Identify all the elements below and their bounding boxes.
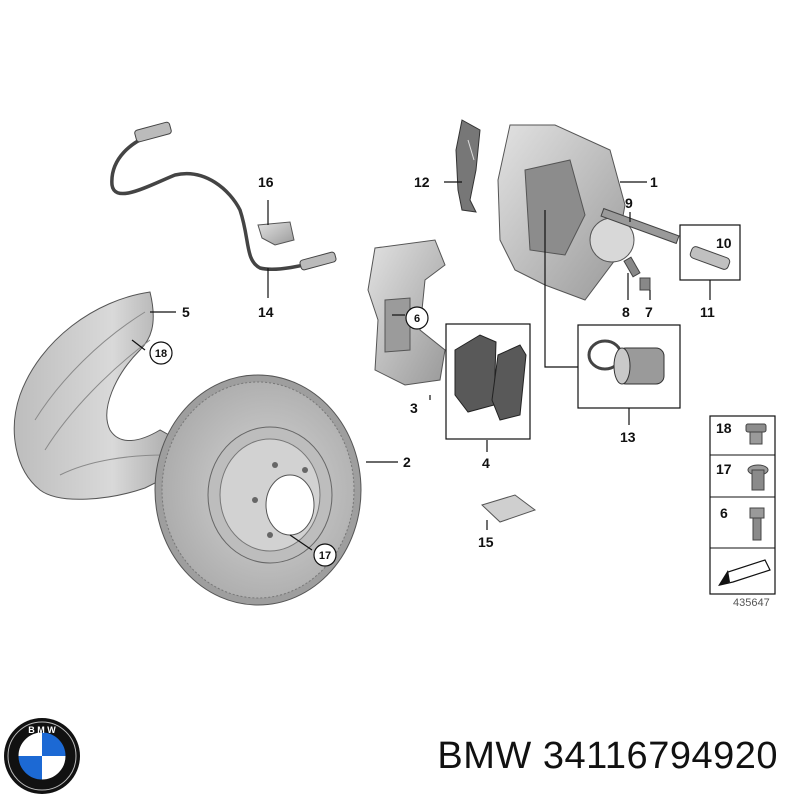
callout-15: 15 (478, 534, 494, 550)
guide-bolt-icon (749, 507, 765, 541)
callout-11: 11 (700, 304, 715, 320)
brake-pads-box (445, 323, 531, 440)
part-number-caption: BMW 34116794920 (437, 735, 778, 778)
part-number: 34116794920 (542, 735, 778, 777)
grease-packet-part (481, 494, 537, 523)
arrow-icon (718, 559, 771, 586)
callout-18-circle (149, 341, 173, 365)
bleed-screw-part (623, 256, 651, 291)
wear-sensor-part (110, 121, 337, 272)
legend-item-18: 18 (716, 420, 732, 436)
callout-4: 4 (482, 455, 490, 471)
callout-9: 9 (625, 195, 633, 211)
bracket-clip-part (257, 221, 295, 246)
brake-disc-part (154, 374, 362, 606)
guide-sleeve-part (689, 246, 731, 270)
callout-17-circle (313, 543, 337, 567)
callout-14: 14 (258, 304, 274, 320)
callout-1: 1 (650, 174, 658, 190)
callout-2: 2 (403, 454, 411, 470)
brand-name: BMW (437, 735, 532, 777)
legend-item-17: 17 (716, 461, 732, 477)
callout-12: 12 (414, 174, 430, 190)
legend-item-6: 6 (720, 505, 728, 521)
callout-10: 10 (716, 235, 732, 251)
flange-bolt-icon (745, 423, 767, 445)
caliper-carrier-part (367, 239, 446, 386)
callout-3: 3 (410, 400, 418, 416)
fastener-legend: 18 17 6 (709, 415, 776, 595)
callout-7: 7 (645, 304, 653, 320)
brake-caliper-part (497, 124, 635, 301)
hex-bolt-icon (747, 464, 769, 491)
brake-shield-part (13, 291, 179, 500)
bmw-logo-icon: B M W (4, 718, 80, 794)
callout-17: 17 (319, 550, 331, 562)
guide-bolt-part (600, 207, 680, 245)
callout-5: 5 (182, 304, 190, 320)
brake-pads-part (454, 334, 527, 421)
callout-16: 16 (258, 174, 274, 190)
logo-lettering: B M W (28, 725, 56, 735)
callout-6-circle (405, 306, 429, 330)
piston-seal-part (587, 339, 665, 385)
callout-13: 13 (620, 429, 636, 445)
diagram-id: 435647 (733, 597, 770, 609)
callout-6: 6 (414, 313, 420, 325)
spring-clip-part (455, 119, 481, 213)
callout-8: 8 (622, 304, 630, 320)
callout-18: 18 (155, 348, 167, 360)
